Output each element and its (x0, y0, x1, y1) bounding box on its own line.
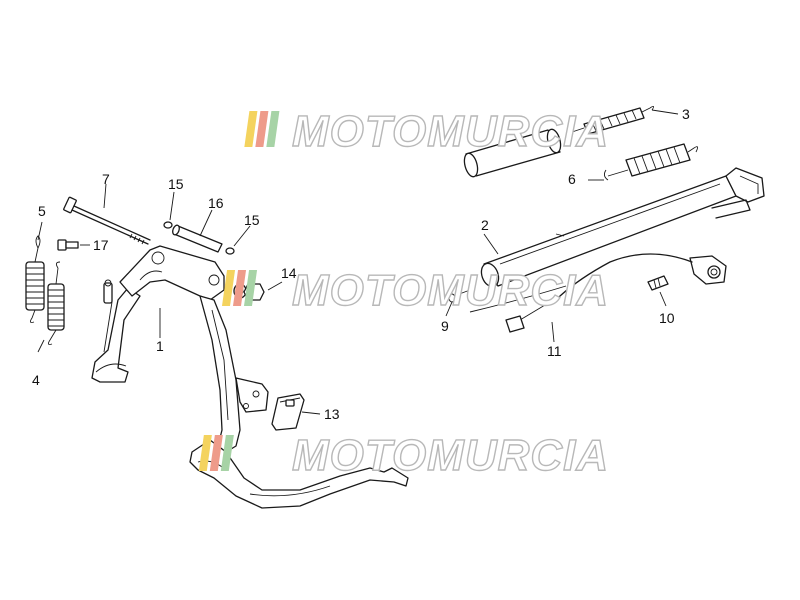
bushing-part-16 (172, 224, 223, 253)
rubber-pad-part-13 (271, 393, 305, 431)
watermark-text-middle: MOTOMURCIA (292, 266, 609, 315)
callout-4: 4 (32, 372, 40, 388)
bolt-part-7 (63, 196, 151, 245)
washer-part-15-right (225, 247, 235, 255)
callout-labels: 1 2 3 4 5 6 7 9 10 11 13 14 15 15 16 17 (32, 106, 690, 422)
callout-17: 17 (93, 237, 109, 253)
watermark-top: MOTOMURCIA (244, 106, 609, 157)
callout-14: 14 (281, 265, 297, 281)
callout-7: 7 (102, 171, 110, 187)
watermark-text-bottom: MOTOMURCIA (292, 431, 609, 480)
callout-5: 5 (38, 203, 46, 219)
callout-15-left: 15 (168, 176, 184, 192)
spring-part-4 (47, 261, 65, 345)
bolt-part-17 (57, 239, 79, 251)
callout-11: 11 (547, 343, 562, 359)
callout-1: 1 (156, 338, 164, 354)
spring-part-3 (567, 105, 655, 137)
side-stand-part-2 (480, 167, 765, 288)
spring-part-5 (25, 235, 45, 323)
switch-cable-part-11 (469, 253, 727, 333)
spring-part-6 (603, 143, 699, 181)
callout-3: 3 (682, 106, 690, 122)
callout-15-right: 15 (244, 212, 260, 228)
watermark-bottom: MOTOMURCIA (198, 430, 609, 481)
cylinder-bushing (463, 128, 562, 178)
watermark-text-top: MOTOMURCIA (292, 107, 609, 156)
callout-13: 13 (324, 406, 340, 422)
leader-lines (37, 109, 679, 415)
bolt-part-10 (647, 275, 669, 291)
callout-6: 6 (568, 171, 576, 187)
washer-part-15-left (163, 221, 173, 229)
callout-9: 9 (441, 318, 449, 334)
callout-16: 16 (208, 195, 224, 211)
callout-2: 2 (481, 217, 489, 233)
callout-10: 10 (659, 310, 675, 326)
